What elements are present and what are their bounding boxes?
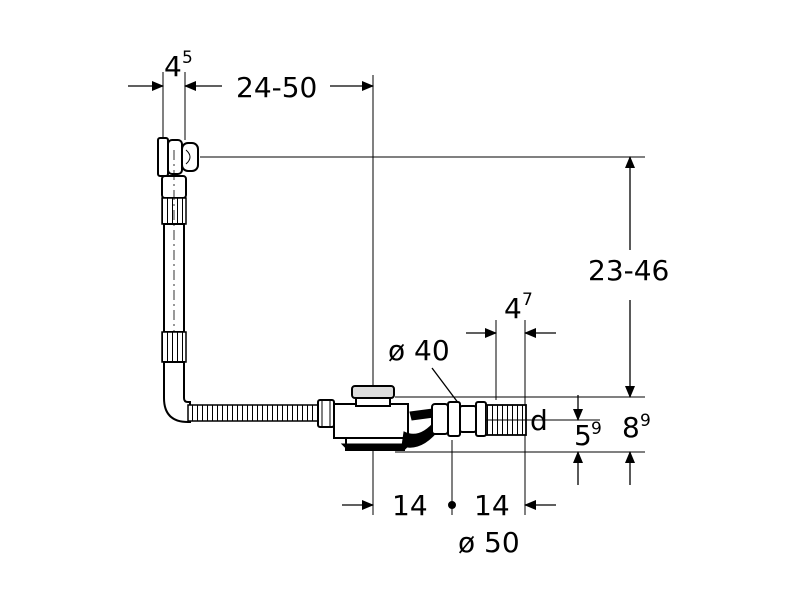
label-right-spacing: 14	[474, 489, 510, 522]
label-vertical-range: 23-46	[588, 254, 669, 287]
label-outlet-offset: 4	[504, 292, 522, 325]
coupling-4	[475, 401, 487, 437]
label-outlet-diameter: ø 50	[458, 526, 520, 559]
coupling-2	[447, 401, 461, 437]
overflow-cap-detail	[185, 149, 191, 165]
label-depth-large: 8	[622, 411, 640, 444]
label-waste-diameter: ø 40	[388, 334, 450, 367]
hose-nut	[317, 399, 335, 428]
label-horizontal-range: 24-50	[236, 71, 317, 104]
center-dot	[448, 501, 456, 509]
drain-plug-stem	[355, 397, 391, 407]
label-overflow-offset: 4	[164, 50, 182, 83]
flexible-hose	[187, 404, 319, 422]
overflow-ribbed-lower	[161, 331, 187, 363]
label-depth-small: 5	[574, 419, 592, 452]
label-outlet-offset-sup: 7	[522, 290, 533, 310]
label-outlet-d: d	[530, 404, 548, 437]
drain-plug	[351, 385, 395, 399]
label-left-spacing: 14	[392, 489, 428, 522]
drain-base-shadow	[340, 443, 412, 451]
label-depth-large-sup: 9	[640, 411, 651, 431]
dimension-arrows	[128, 81, 635, 510]
overflow-flange	[157, 137, 169, 177]
label-overflow-offset-sup: 5	[182, 48, 193, 68]
label-depth-small-sup: 9	[591, 419, 602, 439]
coupling-1	[431, 403, 449, 435]
dimension-labels: 4 5 24-50 23-46 ø 40 4 7 d 5 9 8 9 14 14…	[164, 48, 669, 559]
coupling-3	[459, 405, 477, 433]
overflow-body	[167, 139, 183, 175]
waste-overflow-assembly	[157, 137, 527, 451]
drain-body	[333, 403, 409, 439]
overflow-elbow	[163, 361, 191, 423]
